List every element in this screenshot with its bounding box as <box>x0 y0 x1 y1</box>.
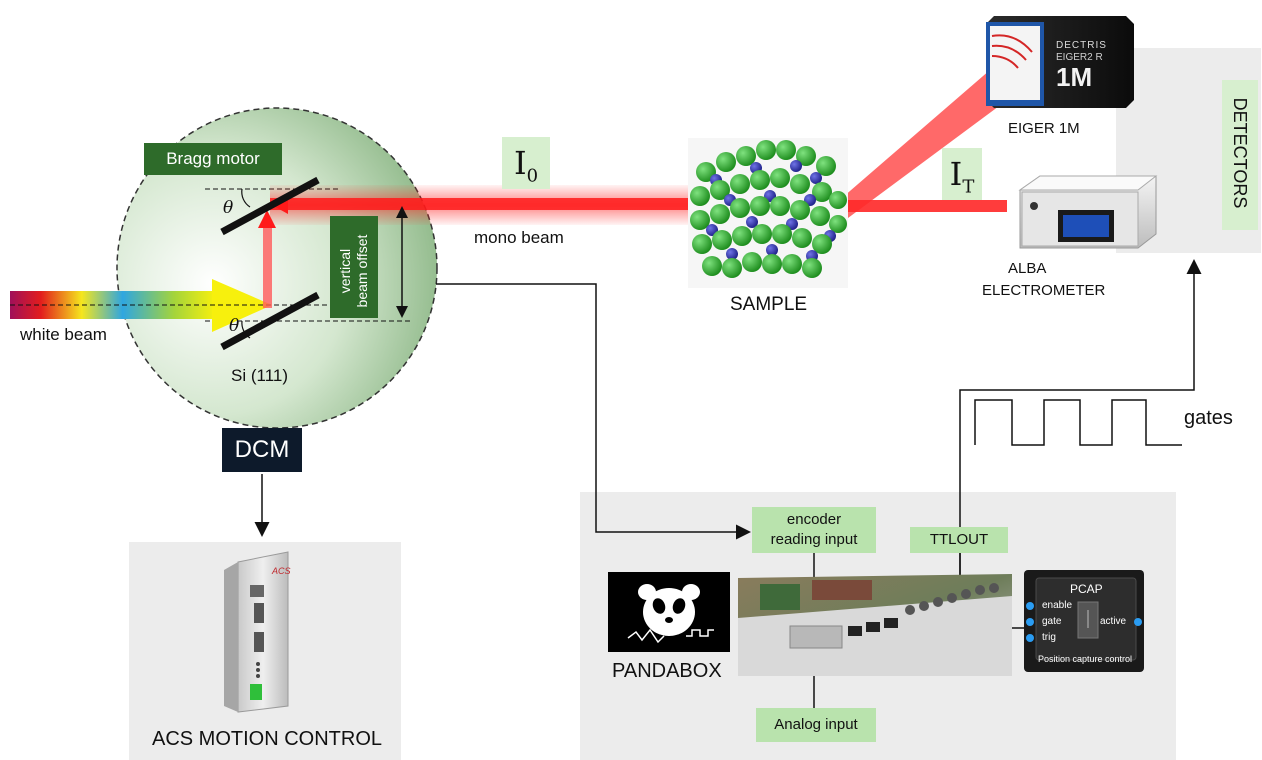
acs-controller <box>224 551 289 713</box>
pcap-trig-label: trig <box>1042 632 1056 643</box>
crystal-label: Si (111) <box>231 366 289 385</box>
vertical-offset-label: vertical beam offset <box>330 216 378 318</box>
gates-waveform <box>974 399 1182 446</box>
encoder-label-line1: encoder <box>786 511 842 528</box>
pcap-block <box>1024 570 1144 672</box>
ttlout-label: TTLOUT <box>910 527 1008 553</box>
dcm-to-encoder-line <box>436 283 751 540</box>
diffracted-beam <box>828 70 1018 218</box>
it-label: IT <box>942 148 982 200</box>
pcap-gate-label: gate <box>1042 616 1062 627</box>
detectors-label: DETECTORS <box>1222 80 1258 230</box>
pcap-title: PCAP <box>1070 582 1103 596</box>
theta-arc-top <box>241 188 251 208</box>
i0-sub: 0 <box>526 165 539 187</box>
dcm-label: DCM <box>222 428 302 472</box>
it-main: I <box>949 155 963 193</box>
pcap-active-port[interactable] <box>1134 618 1142 626</box>
theta-arc-bottom <box>241 320 251 339</box>
i0-main: I <box>513 144 527 182</box>
eiger-size: 1M <box>1056 62 1093 92</box>
sample-label: SAMPLE <box>730 294 808 315</box>
sample-crystal <box>688 138 848 288</box>
white-beam-label: white beam <box>20 325 107 344</box>
gates-label: gates <box>1184 407 1233 429</box>
eiger-model: EIGER2 R <box>1056 52 1103 63</box>
white-beam <box>10 291 215 319</box>
detectors-label-text: DETECTORS <box>1230 97 1250 209</box>
alba-electrometer <box>1018 175 1158 249</box>
theta-bottom-label: θ <box>229 316 240 336</box>
pcap-enable-port[interactable] <box>1026 602 1034 610</box>
mono-beam-label: mono beam <box>474 228 564 247</box>
panda-logo <box>608 572 730 652</box>
bragg-motor-label: Bragg motor <box>144 143 282 175</box>
it-sub: T <box>962 176 975 198</box>
pandabox-label: PANDABOX <box>612 660 722 682</box>
pcap-footer: Position capture control <box>1038 654 1133 664</box>
offset-arrow-bottom <box>396 306 408 318</box>
i0-label: I0 <box>502 137 550 189</box>
acs-brand: ACS <box>272 566 291 576</box>
crystal-top <box>220 176 320 236</box>
acs-label: ACS MOTION CONTROL <box>152 728 383 750</box>
electrometer-label-line2: ELECTROMETER <box>982 282 1106 299</box>
electrometer-label-line1: ALBA <box>1008 260 1047 277</box>
encoder-label-line2: reading input <box>770 531 858 548</box>
encoder-label: encoder reading input <box>752 507 876 553</box>
pcap-active-label: active <box>1100 616 1127 627</box>
pcap-gate-port[interactable] <box>1026 618 1034 626</box>
offset-arrow-top <box>396 206 408 218</box>
eiger-brand: DECTRIS <box>1056 40 1107 51</box>
analog-input-label: Analog input <box>756 708 876 742</box>
transmitted-beam <box>835 200 1007 212</box>
pandabox-board <box>738 574 1012 676</box>
pcap-trig-port[interactable] <box>1026 634 1034 642</box>
ttlout-to-detectors-line <box>959 259 1202 594</box>
eiger-label: EIGER 1M <box>1008 120 1080 137</box>
pcap-enable-label: enable <box>1042 600 1073 611</box>
vertical-offset-line1: vertical <box>337 248 353 294</box>
crystal-bottom <box>220 291 320 351</box>
theta-top-label: θ <box>223 198 234 218</box>
vertical-offset-line2: beam offset <box>354 234 370 308</box>
eiger-detector <box>986 16 1134 108</box>
vertical-red-beam <box>263 225 272 308</box>
